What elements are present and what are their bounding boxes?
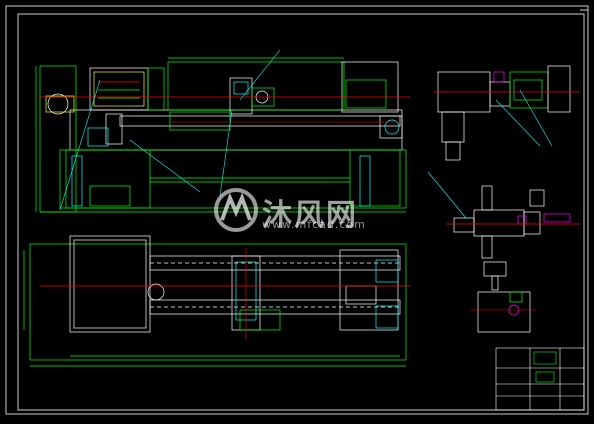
mfcad-logo-icon — [214, 188, 258, 232]
watermark-text: 沐风网 — [262, 198, 358, 233]
front-leaders — [59, 49, 281, 211]
watermark-url: www.mfcad.com — [262, 218, 366, 231]
title-block — [495, 347, 585, 411]
clamp-leader — [427, 171, 467, 219]
front-elevation-view — [35, 57, 407, 213]
clamp-detail-view — [453, 185, 571, 259]
sheet-frame — [5, 5, 589, 415]
plan-view — [23, 235, 407, 367]
feed-leaders — [495, 89, 553, 147]
